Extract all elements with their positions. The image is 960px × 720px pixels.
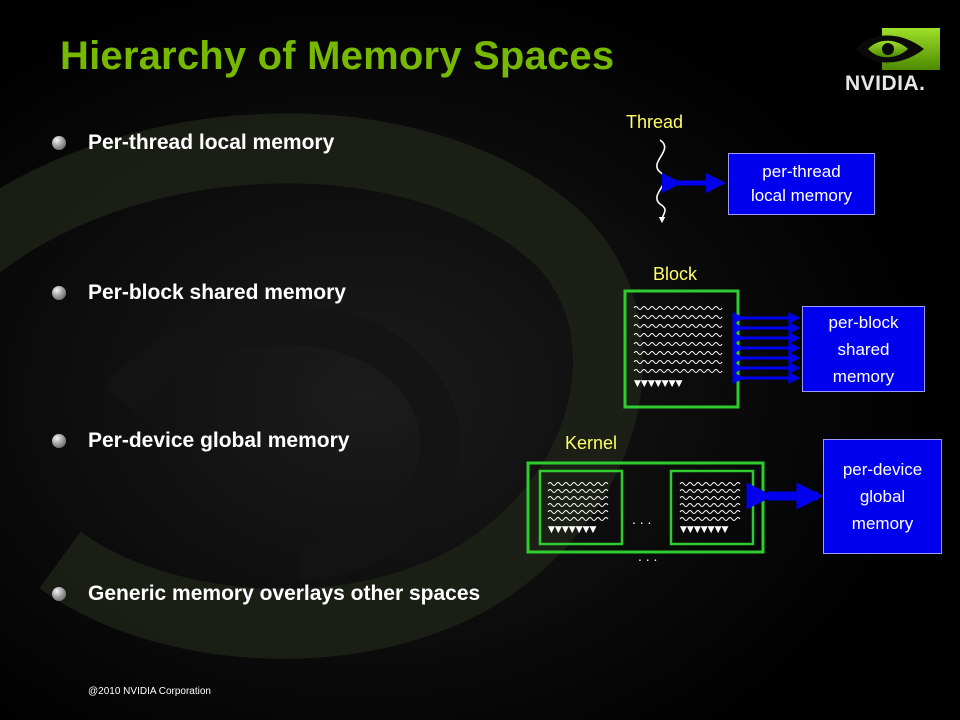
bullet-item: Per-block shared memory: [52, 281, 346, 305]
local-memory-line: local memory: [750, 186, 853, 205]
block-thread-squiggle: [633, 360, 723, 364]
block-thread-squiggle-heads: ▼▼▼▼▼▼▼: [634, 379, 683, 389]
block-label: Block: [653, 264, 698, 284]
block-threads: ▼▼▼▼▼▼▼: [633, 306, 723, 389]
global-memory-line: global: [859, 487, 906, 506]
bullet-icon: [52, 434, 66, 448]
kernel-outline: [526, 461, 765, 554]
bullet-icon: [52, 136, 66, 150]
nvidia-wordmark: NVIDIA.: [845, 72, 926, 95]
thread-label: Thread: [626, 112, 684, 132]
bullet-icon: [52, 587, 66, 601]
bullet-text: Per-block shared memory: [88, 281, 346, 304]
block-thread-squiggle: [633, 324, 723, 328]
global-memory-box: per-device global memory: [823, 439, 942, 554]
kernel-ellipsis-inner: . . .: [632, 511, 651, 527]
thread-squiggle: [656, 139, 666, 224]
block-thread-squiggle: [633, 306, 723, 310]
block-thread-squiggle: [633, 351, 723, 355]
kernel-thread-squiggle-left: [547, 517, 609, 521]
kernel-thread-squiggle-left: [547, 496, 609, 500]
kernel-thread-squiggle-right: [679, 510, 741, 514]
local-memory-box: per-thread local memory: [728, 153, 875, 215]
kernel-ellipsis-below: . . .: [638, 548, 657, 564]
kernel-thread-squiggle-right: [679, 496, 741, 500]
slide-title: Hierarchy of Memory Spaces: [60, 34, 615, 78]
kernel-thread-squiggle-left: [547, 489, 609, 493]
global-memory-line: per-device: [842, 460, 923, 479]
block-thread-squiggle: [633, 315, 723, 319]
shared-memory-line: shared: [837, 339, 890, 359]
bullet-text: Per-device global memory: [88, 429, 350, 452]
bullet-text: Generic memory overlays other spaces: [88, 582, 481, 605]
shared-memory-box: per-block shared memory: [802, 306, 925, 392]
global-memory-line: memory: [851, 514, 914, 533]
local-memory-line: per-thread: [762, 162, 841, 181]
kernel-thread-squiggle-right: [679, 503, 741, 507]
kernel-thread-squiggle-left: [547, 510, 609, 514]
kernel-label: Kernel: [565, 433, 618, 453]
kernel-thread-squiggle-left-heads: ▼▼▼▼▼▼▼: [548, 525, 597, 535]
block-thread-squiggle: [633, 369, 723, 373]
nvidia-eye-icon: [856, 28, 940, 70]
kernel-thread-squiggle-right: [679, 482, 741, 486]
bullet-item: Per-device global memory: [52, 429, 349, 453]
kernel-thread-squiggle-right-heads: ▼▼▼▼▼▼▼: [680, 525, 729, 535]
footer-copyright: @2010 NVIDIA Corporation: [88, 686, 211, 697]
kernel-block-left: [538, 469, 624, 546]
shared-memory-line: memory: [832, 366, 895, 386]
block-thread-squiggle: [633, 333, 723, 337]
bullet-item: Per-thread local memory: [52, 131, 334, 155]
bullet-item: Generic memory overlays other spaces: [52, 582, 480, 606]
bullet-text: Per-thread local memory: [88, 131, 335, 154]
kernel-thread-squiggle-left: [547, 482, 609, 486]
shared-memory-line: per-block: [828, 312, 899, 332]
kernel-thread-squiggle-right: [679, 489, 741, 493]
bullet-icon: [52, 286, 66, 300]
block-shared-arrows: [732, 312, 801, 384]
block-thread-squiggle: [633, 342, 723, 346]
kernel-thread-squiggle-right: [679, 517, 741, 521]
kernel-threads: ▼▼▼▼▼▼▼ ▼▼▼▼▼▼▼: [547, 482, 741, 535]
kernel-thread-squiggle-left: [547, 503, 609, 507]
